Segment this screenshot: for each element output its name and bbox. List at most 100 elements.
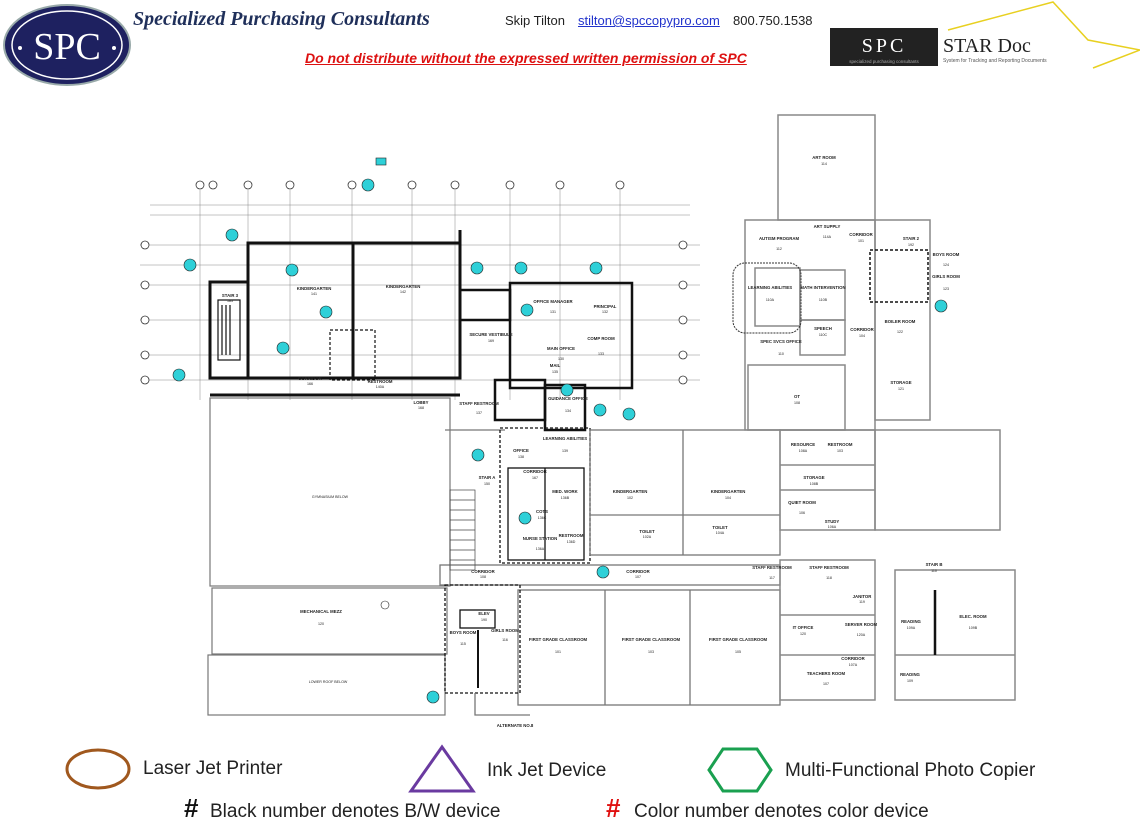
room-name-label: STUDY bbox=[825, 519, 840, 524]
room-number-label: 190 bbox=[481, 618, 487, 622]
room-name-label: GIRLS ROOM bbox=[932, 274, 960, 279]
contact-email-link[interactable]: stilton@spccopypro.com bbox=[578, 13, 720, 28]
room-number-label: 114A bbox=[823, 235, 832, 239]
room-name-label: AUTISM PROGRAM bbox=[759, 236, 800, 241]
room-name-label: SPEECH bbox=[814, 326, 832, 331]
room-number-label: 133 bbox=[598, 352, 604, 356]
lower-roof-note: LOWER ROOF BELOW bbox=[309, 680, 348, 684]
room-name-label: MAIL bbox=[550, 363, 561, 368]
contact-phone: 800.750.1538 bbox=[733, 13, 813, 28]
room-name-label: KINDERGARTEN bbox=[711, 489, 746, 494]
inkjet-legend-icon bbox=[408, 744, 476, 793]
device-marker bbox=[183, 258, 197, 272]
room-number-label: 131 bbox=[550, 310, 556, 314]
room-number-label: 110B bbox=[819, 298, 828, 302]
room-number-label: 102 bbox=[627, 496, 633, 500]
device-marker bbox=[589, 261, 603, 275]
room-name-label: CORRIDOR bbox=[523, 469, 547, 474]
room-number-label: 117 bbox=[769, 576, 775, 580]
room-number-label: 104 bbox=[725, 496, 731, 500]
room-name-label: RESTROOM bbox=[828, 442, 853, 447]
room-name-label: STAIR 3 bbox=[222, 293, 239, 298]
room-number-label: 103 bbox=[837, 449, 843, 453]
svg-text:specialized purchasing consult: specialized purchasing consultants bbox=[849, 59, 919, 64]
room-name-label: STAIR A bbox=[479, 475, 496, 480]
room-number-label: 123 bbox=[943, 287, 949, 291]
room-number-label: 134 bbox=[565, 409, 571, 413]
svg-text:System for Tracking and Report: System for Tracking and Reporting Docume… bbox=[943, 58, 1047, 64]
room-number-label: 136A bbox=[536, 547, 545, 551]
room-name-label: SPEC SVCS OFFICE bbox=[760, 339, 802, 344]
color-hash-symbol: # bbox=[606, 793, 621, 823]
room-name-label: ELEC. ROOM bbox=[959, 614, 987, 619]
device-marker bbox=[375, 157, 387, 166]
room-number-label: 166 bbox=[307, 382, 313, 386]
room-name-label: TOILET bbox=[639, 529, 655, 534]
room-name-label: TEACHERS ROOM bbox=[807, 671, 846, 676]
room-number-label: 104 bbox=[859, 334, 865, 338]
room-name-label: NURSE STATION bbox=[523, 536, 557, 541]
room-name-label: KINDERGARTEN bbox=[386, 284, 421, 289]
room-name-label: CORRIDOR bbox=[626, 569, 650, 574]
device-marker bbox=[520, 303, 534, 317]
room-name-label: CORRIDOR bbox=[849, 232, 873, 237]
room-name-label: STAIR B bbox=[926, 562, 943, 567]
device-marker bbox=[596, 565, 610, 579]
room-number-label: 108B bbox=[810, 482, 819, 486]
room-number-label: 112 bbox=[776, 247, 782, 251]
device-marker bbox=[514, 261, 528, 275]
room-name-label: BOYS ROOM bbox=[450, 630, 477, 635]
room-number-label: 110A bbox=[766, 298, 775, 302]
room-name-label: LEARNING ABILITIES bbox=[748, 285, 792, 290]
device-marker bbox=[285, 263, 299, 277]
room-number-label: 183 bbox=[227, 299, 233, 303]
room-number-label: 120A bbox=[857, 633, 866, 637]
room-name-label: OFFICE bbox=[513, 448, 529, 453]
room-number-label: 132 bbox=[602, 310, 608, 314]
room-name-label: GIRLS ROOM bbox=[491, 628, 519, 633]
room-name-label: SERVER ROOM bbox=[845, 622, 878, 627]
device-marker bbox=[470, 261, 484, 275]
company-name: Specialized Purchasing Consultants bbox=[133, 8, 430, 30]
room-name-label: STAFF RESTROOM bbox=[752, 565, 792, 570]
room-number-label: 109 bbox=[907, 679, 913, 683]
room-name-label: FIRST GRADE CLASSROOM bbox=[529, 637, 588, 642]
room-number-label: 124 bbox=[943, 263, 949, 267]
room-name-label: RESOURCE bbox=[791, 442, 815, 447]
room-number-label: 139 bbox=[562, 449, 568, 453]
room-name-label: COMP ROOM bbox=[587, 336, 615, 341]
room-name-label: STORAGE bbox=[803, 475, 824, 480]
room-name-label: BOILER ROOM bbox=[885, 319, 916, 324]
legend-color-label: Color number denotes color device bbox=[634, 801, 929, 822]
room-number-label: 136C bbox=[538, 516, 547, 520]
room-number-label: 108A bbox=[799, 449, 808, 453]
room-number-label: 138 bbox=[518, 455, 524, 459]
room-name-label: RESTROOM bbox=[559, 533, 584, 538]
stair-left bbox=[449, 489, 476, 571]
device-marker bbox=[471, 448, 485, 462]
room-name-label: ART ROOM bbox=[812, 155, 836, 160]
legend-inkjet-label: Ink Jet Device bbox=[487, 760, 607, 781]
room-name-label: RESTROOM bbox=[368, 379, 393, 384]
room-number-label: 115 bbox=[460, 642, 466, 646]
device-marker bbox=[934, 299, 948, 313]
room-number-label: 135 bbox=[552, 370, 558, 374]
room-name-label: KINDERGARTEN bbox=[297, 286, 332, 291]
room-name-label: STAFF RESTROOM bbox=[809, 565, 849, 570]
room-number-label: 103 bbox=[648, 650, 654, 654]
room-name-label: CORRIDOR bbox=[298, 376, 322, 381]
room-name-label: MATH INTERVENTION bbox=[800, 285, 845, 290]
room-number-label: 116 bbox=[502, 638, 508, 642]
bw-hash-symbol: # bbox=[184, 793, 199, 823]
room-name-label: MED. WORK bbox=[552, 489, 578, 494]
device-marker bbox=[225, 228, 239, 242]
room-number-label: 105 bbox=[735, 650, 741, 654]
room-number-label: 104A bbox=[716, 531, 725, 535]
gym-note: GYMNASIUM BELOW bbox=[312, 495, 349, 499]
room-name-label: LEARNING ABILITIES bbox=[543, 436, 587, 441]
room-number-label: 121 bbox=[898, 387, 904, 391]
room-number-label: 109B bbox=[969, 626, 978, 630]
room-name-label: READING bbox=[901, 619, 921, 624]
room-name-label: CORRIDOR bbox=[850, 327, 874, 332]
